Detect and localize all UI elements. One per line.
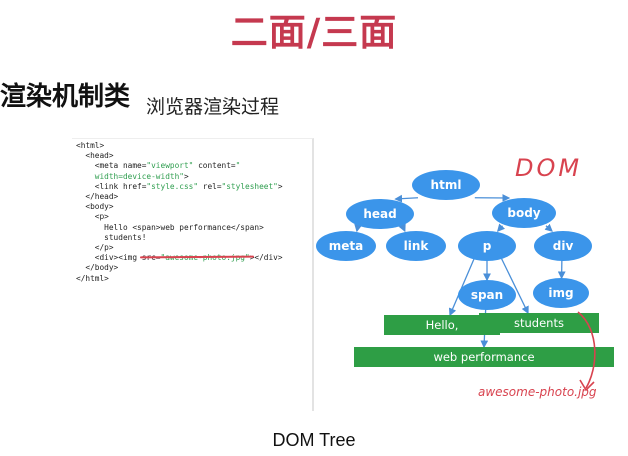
text-node-label: Hello, xyxy=(426,318,459,332)
element-node-body: body xyxy=(492,198,556,228)
node-shape xyxy=(533,278,589,308)
slide-title: 二面/三面 xyxy=(230,11,398,54)
dom-handwritten-label: DOM xyxy=(515,154,582,182)
diagram-caption: DOM Tree xyxy=(272,430,356,450)
subsection-heading: 浏览器渲染过程 xyxy=(146,96,280,118)
node-label: body xyxy=(507,206,540,220)
node-label: p xyxy=(483,239,492,253)
code-line: <body> xyxy=(76,202,114,212)
tree-edge-head-meta xyxy=(354,223,362,233)
code-line: <link href="style.css" rel="stylesheet"> xyxy=(76,181,283,191)
html-source-code: <html> <head> <meta name="viewport" cont… xyxy=(76,141,283,284)
handwritten-note: awesome-photo.jpg xyxy=(478,385,597,399)
code-line: students! xyxy=(76,232,147,242)
element-node-span: span xyxy=(458,280,516,310)
handwritten-arrow xyxy=(577,311,596,389)
tree-edge-head-link xyxy=(398,223,406,233)
element-node-head: head xyxy=(346,199,414,229)
code-line: width=device-width"> xyxy=(94,171,189,181)
section-heading: 渲染机制类 xyxy=(0,82,131,112)
text-node-shape xyxy=(384,315,500,335)
element-node-div: div xyxy=(534,231,592,261)
node-shape xyxy=(316,231,376,261)
node-shape xyxy=(412,170,480,200)
text-node-hello: Hello, xyxy=(384,315,500,335)
text-node-shape xyxy=(354,347,614,367)
node-label: head xyxy=(363,207,396,221)
node-label: link xyxy=(404,239,430,253)
code-line: </p> xyxy=(76,243,114,253)
tree-edge-body-p xyxy=(496,223,506,232)
element-node-meta: meta xyxy=(316,231,376,261)
code-line: </head> xyxy=(76,192,119,202)
node-shape xyxy=(458,231,516,261)
node-label: span xyxy=(471,288,503,302)
node-label: div xyxy=(553,239,574,253)
element-node-p: p xyxy=(458,231,516,261)
code-panel: <html> <head> <meta name="viewport" cont… xyxy=(72,138,314,411)
node-shape xyxy=(386,231,446,261)
text-node-label: web performance xyxy=(433,350,534,364)
text-node-webperf: web performance xyxy=(354,347,614,367)
text-node-students: students xyxy=(479,313,599,333)
element-node-html: html xyxy=(412,170,480,200)
code-line: <html> xyxy=(76,141,105,150)
tree-edge-body-div xyxy=(544,223,553,232)
text-node-label: students xyxy=(514,316,564,330)
code-line: <meta name="viewport" content=" xyxy=(76,161,241,171)
code-line: Hello <span>web performance</span> xyxy=(76,222,264,232)
node-shape xyxy=(534,231,592,261)
tree-edge-html-head xyxy=(394,194,419,203)
element-node-img: img xyxy=(533,278,589,308)
code-line: <head> xyxy=(76,151,114,161)
node-label: img xyxy=(548,286,573,300)
node-label: html xyxy=(431,178,462,192)
node-shape xyxy=(458,280,516,310)
tree-edge-p-students xyxy=(501,258,529,315)
node-shape xyxy=(492,198,556,228)
text-node-shape xyxy=(479,313,599,333)
node-shape xyxy=(346,199,414,229)
code-line: <p> xyxy=(76,212,109,222)
handwritten-arrowhead xyxy=(579,379,595,392)
tree-edge-p-hello xyxy=(448,258,475,317)
node-label: meta xyxy=(329,239,363,253)
element-node-link: link xyxy=(386,231,446,261)
code-line: </html> xyxy=(76,273,109,283)
code-line: </body> xyxy=(76,263,119,273)
